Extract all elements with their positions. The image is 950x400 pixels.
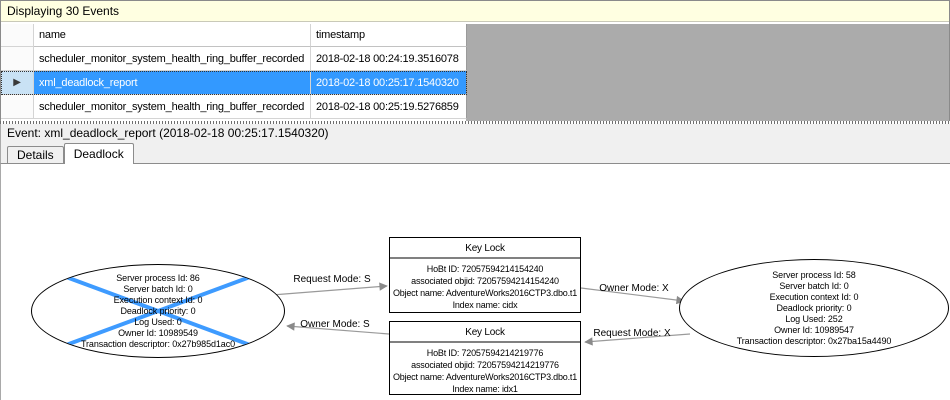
server-process-id: Server process Id: 58 [772,269,856,280]
resource-node-keylock-1[interactable]: Key Lock HoBt ID: 72057594214154240 asso… [389,237,581,313]
hobt-id: HoBt ID: 72057594214154240 [426,264,544,274]
resource-details: HoBt ID: 72057594214219776 associated ob… [390,343,580,395]
server-process-id: Server process Id: 86 [116,272,200,283]
edge-request-s [258,282,388,297]
event-name-cell[interactable]: scheduler_monitor_system_health_ring_buf… [34,47,311,71]
event-timestamp-cell[interactable]: 2018-02-18 00:25:17.1540320 [311,71,467,95]
detail-tabstrip: Details Deadlock [0,141,950,164]
event-summary-label: Event: xml_deadlock_report (2018-02-18 0… [7,125,329,140]
event-timestamp-cell[interactable]: 2018-02-18 00:24:19.3516078 [311,47,467,71]
log-used: Log Used: 0 [134,316,182,327]
server-batch-id: Server batch Id: 0 [123,283,193,294]
hobt-id: HoBt ID: 72057594214219776 [426,348,544,358]
events-grid-section: Displaying 30 Events name timestamp sche… [0,0,950,121]
current-row-arrow-icon: ▶ [13,76,21,88]
process-details: Server process Id: 86 Server batch Id: 0… [81,273,235,350]
edge-label-owner-mode-s: Owner Mode: S [300,319,370,330]
process-details: Server process Id: 58 Server batch Id: 0… [737,270,892,347]
resource-title: Key Lock [390,322,580,343]
server-batch-id: Server batch Id: 0 [779,280,849,291]
events-count-label: Displaying 30 Events [7,4,120,18]
row-marker-cell [1,95,34,119]
process-node-victim[interactable]: Server process Id: 86 Server batch Id: 0… [31,264,285,358]
events-count-bar: Displaying 30 Events [1,1,949,22]
resource-details: HoBt ID: 72057594214154240 associated ob… [390,259,580,311]
tab-details[interactable]: Details [7,146,64,163]
deadlock-priority: Deadlock priority: 0 [120,305,196,316]
associated-objid: associated objid: 72057594214154240 [411,276,559,286]
edge-label-owner-mode-x: Owner Mode: X [599,283,669,294]
edge-owner-x [580,287,685,305]
column-header-timestamp[interactable]: timestamp [311,24,467,47]
event-summary-bar: Event: xml_deadlock_report (2018-02-18 0… [0,124,950,141]
index-name: Index name: idx1 [452,384,518,394]
deadlock-graph: Server process Id: 86 Server batch Id: 0… [0,163,950,400]
row-marker-cell: ▶ [1,71,34,95]
tab-deadlock[interactable]: Deadlock [63,143,134,164]
graph-edges [258,282,691,346]
edge-label-request-mode-x: Request Mode: X [593,328,671,339]
table-row[interactable]: scheduler_monitor_system_health_ring_buf… [1,47,467,71]
owner-id: Owner Id: 10989549 [118,327,198,338]
index-name: Index name: cidx [452,300,518,310]
transaction-descriptor: Transaction descriptor: 0x27b985d1ac0 [80,338,236,349]
execution-context-id: Execution context Id: 0 [113,294,203,305]
table-row-selected[interactable]: ▶ xml_deadlock_report 2018-02-18 00:25:1… [1,71,467,95]
grid-corner-cell [1,24,34,47]
row-marker-cell [1,47,34,71]
event-name-cell[interactable]: xml_deadlock_report [34,71,311,95]
log-used: Log Used: 252 [785,313,843,324]
object-name: Object name: AdventureWorks2016CTP3.dbo.… [392,372,578,382]
process-node[interactable]: Server process Id: 58 Server batch Id: 0… [679,259,949,357]
resource-node-keylock-2[interactable]: Key Lock HoBt ID: 72057594214219776 asso… [389,321,581,395]
edge-owner-s [286,322,390,335]
column-header-name[interactable]: name [34,24,311,47]
deadlock-priority: Deadlock priority: 0 [776,302,852,313]
table-row[interactable]: scheduler_monitor_system_health_ring_buf… [1,95,467,119]
grid-header-row: name timestamp [1,24,467,47]
object-name: Object name: AdventureWorks2016CTP3.dbo.… [392,288,578,298]
transaction-descriptor: Transaction descriptor: 0x27ba15a4490 [736,335,892,346]
edge-request-x [584,333,691,346]
event-timestamp-cell[interactable]: 2018-02-18 00:25:19.5276859 [311,95,467,119]
events-grid: name timestamp scheduler_monitor_system_… [1,24,467,119]
execution-context-id: Execution context Id: 0 [769,291,859,302]
event-name-cell[interactable]: scheduler_monitor_system_health_ring_buf… [34,95,311,119]
pane-splitter[interactable] [0,121,950,124]
resource-title: Key Lock [390,238,580,259]
owner-id: Owner Id: 10989547 [774,324,854,335]
grid-empty-area [466,24,949,121]
edge-label-request-mode-s: Request Mode: S [293,274,371,285]
associated-objid: associated objid: 72057594214219776 [411,360,559,370]
